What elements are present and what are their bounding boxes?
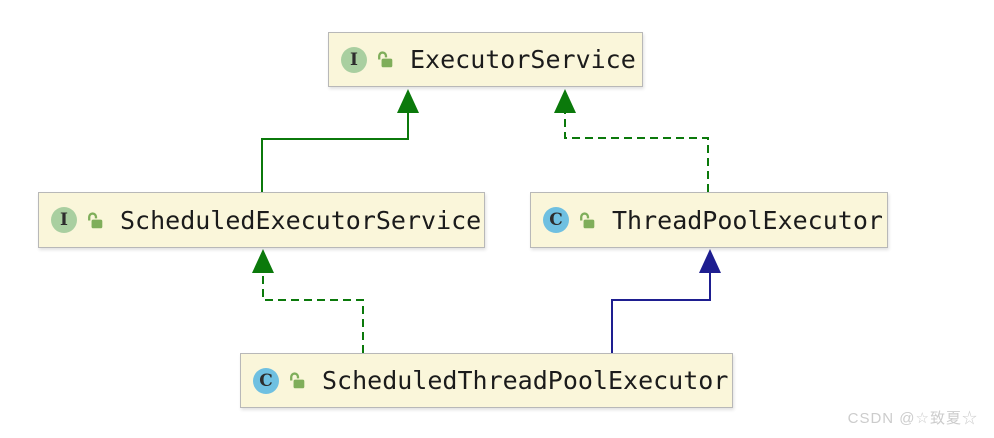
node-label: ExecutorService	[410, 45, 636, 74]
edge-scheduledthreadpoolexecutor-implements-scheduledexecutorservice-line	[262, 272, 364, 353]
class-badge-icon: C	[543, 207, 569, 233]
edge-threadpoolexecutor-implements-executorservice-line	[564, 112, 709, 192]
node-label: ThreadPoolExecutor	[612, 205, 883, 235]
edge-threadpoolexecutor-implements-executorservice-arrowhead-icon	[554, 89, 576, 113]
node-threadpoolexecutor[interactable]: C ThreadPoolExecutor	[530, 192, 888, 248]
node-label: ScheduledThreadPoolExecutor	[322, 366, 729, 395]
edge-scheduledthreadpoolexecutor-implements-scheduledexecutorservice-arrowhead-icon	[252, 249, 274, 273]
interface-badge-icon: I	[341, 46, 367, 73]
node-scheduledexecutorservice[interactable]: I ScheduledExecutorService	[38, 192, 485, 248]
node-scheduledthreadpoolexecutor[interactable]: C ScheduledThreadPoolExecutor	[240, 353, 733, 408]
csdn-watermark: CSDN @☆致夏☆	[847, 410, 978, 427]
edge-scheduledexecutorservice-extends-executorservice-arrowhead-icon	[397, 89, 419, 113]
node-executorservice[interactable]: I ExecutorService	[328, 32, 643, 87]
unlocked-public-icon	[287, 371, 306, 390]
class-badge-icon: C	[253, 367, 279, 394]
node-label: ScheduledExecutorService	[120, 205, 482, 235]
unlocked-public-icon	[577, 211, 596, 230]
edge-scheduledthreadpoolexecutor-extends-threadpoolexecutor-line	[611, 272, 711, 353]
edge-scheduledexecutorservice-extends-executorservice-line	[261, 112, 409, 192]
unlocked-public-icon	[375, 50, 394, 69]
interface-badge-icon: I	[51, 207, 77, 233]
unlocked-public-icon	[85, 211, 104, 230]
edge-scheduledthreadpoolexecutor-extends-threadpoolexecutor-arrowhead-icon	[699, 249, 721, 273]
